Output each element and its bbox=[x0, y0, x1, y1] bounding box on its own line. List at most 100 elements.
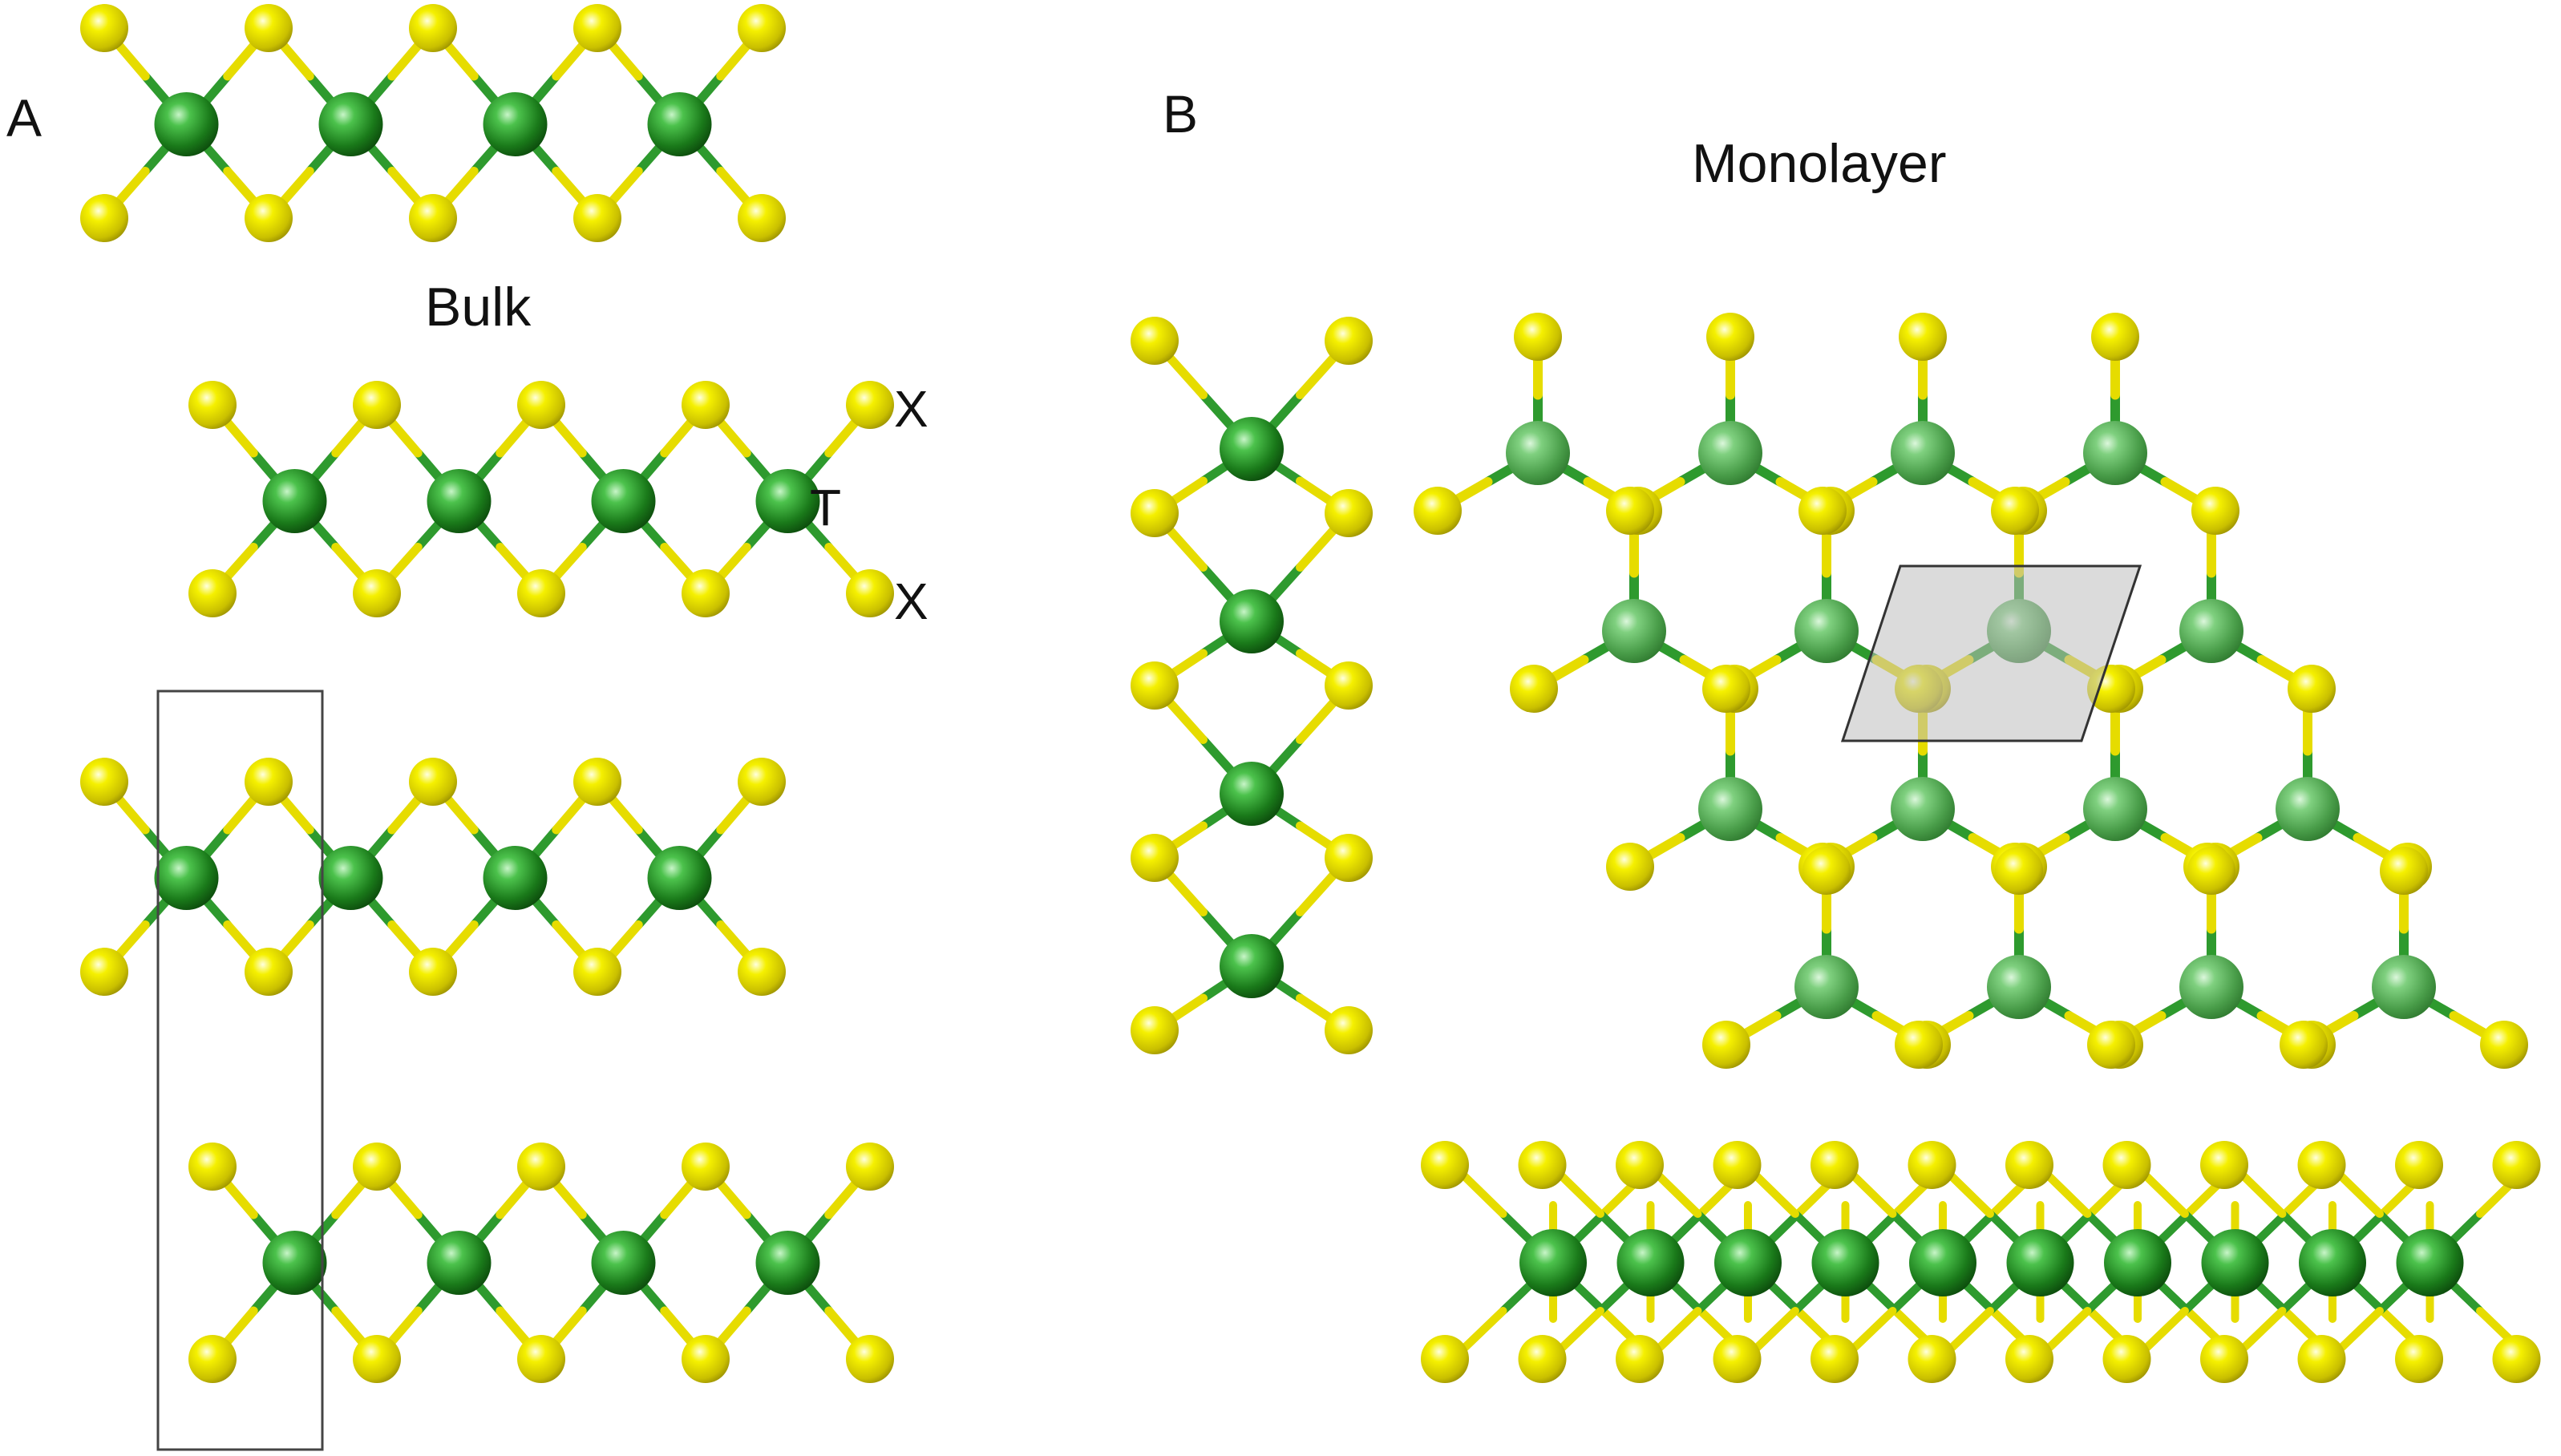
metal-atom-t bbox=[2372, 955, 2436, 1019]
chalcogen-atom-x bbox=[1514, 313, 1562, 361]
chalcogen-atom-x bbox=[2480, 1021, 2528, 1069]
chalcogen-atom-x bbox=[573, 758, 621, 806]
chalcogen-atom-x bbox=[517, 381, 565, 429]
chalcogen-atom-x bbox=[2395, 1141, 2443, 1189]
label-x-top: X bbox=[894, 380, 929, 438]
metal-atom-t bbox=[2276, 777, 2340, 841]
metal-atom-t bbox=[2006, 1229, 2074, 1296]
metal-atom-t bbox=[1220, 417, 1284, 481]
chalcogen-atom-x bbox=[245, 194, 293, 242]
metal-atom-t bbox=[1506, 421, 1570, 485]
bulk-tx2-layer bbox=[80, 4, 786, 242]
metal-atom-t bbox=[1519, 1229, 1587, 1296]
chalcogen-atom-x bbox=[738, 758, 786, 806]
chalcogen-atom-x bbox=[846, 569, 894, 617]
bulk-tx2-layer bbox=[188, 381, 894, 617]
chalcogen-atom-x bbox=[1414, 487, 1462, 535]
chalcogen-atom-x bbox=[2102, 1335, 2151, 1383]
panel-a-letter: A bbox=[6, 88, 42, 148]
chalcogen-atom-x bbox=[1606, 487, 1654, 535]
chalcogen-atom-x bbox=[738, 194, 786, 242]
chalcogen-atom-x bbox=[1991, 487, 2039, 535]
chalcogen-atom-x bbox=[682, 381, 730, 429]
chalcogen-atom-x bbox=[1702, 665, 1750, 713]
chalcogen-atom-x bbox=[188, 1143, 237, 1191]
label-x-bottom: X bbox=[894, 572, 929, 630]
chalcogen-atom-x bbox=[353, 381, 401, 429]
chalcogen-atom-x bbox=[2187, 847, 2235, 895]
metal-atom-t bbox=[591, 469, 656, 533]
chalcogen-atom-x bbox=[1518, 1141, 1567, 1189]
bond-group bbox=[1449, 1161, 2535, 1363]
monolayer-unit-cell-parallelogram bbox=[1840, 564, 2142, 742]
chalcogen-atom-x bbox=[353, 569, 401, 617]
atom-group bbox=[80, 4, 786, 242]
panel-b-monolayer-structure bbox=[1131, 313, 2541, 1383]
chalcogen-atom-x bbox=[1702, 1021, 1750, 1069]
metal-atom-t bbox=[647, 846, 712, 910]
chalcogen-atom-x bbox=[1811, 1141, 1859, 1189]
chalcogen-atom-x bbox=[2395, 1335, 2443, 1383]
chalcogen-atom-x bbox=[80, 4, 128, 52]
atom-group bbox=[188, 381, 894, 617]
metal-atom-t bbox=[483, 846, 548, 910]
chalcogen-atom-x bbox=[2087, 1021, 2135, 1069]
metal-atom-t bbox=[427, 1231, 492, 1295]
chalcogen-atom-x bbox=[80, 948, 128, 996]
panel-b-letter: B bbox=[1163, 84, 1198, 144]
chalcogen-atom-x bbox=[409, 758, 457, 806]
atom-group bbox=[1421, 1141, 2541, 1383]
chalcogen-atom-x bbox=[1713, 1141, 1762, 1189]
chalcogen-atom-x bbox=[188, 381, 237, 429]
chalcogen-atom-x bbox=[2191, 487, 2239, 535]
metal-atom-t bbox=[2083, 777, 2147, 841]
chalcogen-atom-x bbox=[1131, 661, 1179, 710]
chalcogen-atom-x bbox=[738, 4, 786, 52]
metal-atom-t bbox=[1698, 421, 1762, 485]
chalcogen-atom-x bbox=[2297, 1335, 2346, 1383]
chalcogen-atom-x bbox=[682, 1335, 730, 1383]
chalcogen-atom-x bbox=[2492, 1335, 2541, 1383]
metal-atom-t bbox=[2396, 1229, 2464, 1296]
chalcogen-atom-x bbox=[846, 381, 894, 429]
chalcogen-atom-x bbox=[1798, 487, 1847, 535]
chalcogen-atom-x bbox=[573, 948, 621, 996]
chalcogen-atom-x bbox=[1325, 1006, 1373, 1054]
chalcogen-atom-x bbox=[188, 1335, 237, 1383]
metal-atom-t bbox=[1220, 589, 1284, 653]
chalcogen-atom-x bbox=[1899, 313, 1947, 361]
metal-atom-t bbox=[1811, 1229, 1879, 1296]
metal-atom-t bbox=[262, 469, 327, 533]
metal-atom-t bbox=[1794, 955, 1859, 1019]
chalcogen-atom-x bbox=[2102, 1141, 2151, 1189]
chalcogen-atom-x bbox=[245, 948, 293, 996]
chalcogen-atom-x bbox=[573, 194, 621, 242]
chalcogen-atom-x bbox=[1895, 1021, 1943, 1069]
metal-atom-t bbox=[1714, 1229, 1782, 1296]
chalcogen-atom-x bbox=[1802, 847, 1851, 895]
metal-atom-t bbox=[1987, 955, 2051, 1019]
chalcogen-atom-x bbox=[1421, 1141, 1469, 1189]
chalcogen-atom-x bbox=[2005, 1141, 2053, 1189]
panel-a-bulk-structure bbox=[80, 4, 894, 1383]
chalcogen-atom-x bbox=[245, 758, 293, 806]
chalcogen-atom-x bbox=[517, 1143, 565, 1191]
metal-atom-t bbox=[483, 92, 548, 156]
chalcogen-atom-x bbox=[682, 569, 730, 617]
metal-atom-t bbox=[647, 92, 712, 156]
monolayer-side-view-column bbox=[1131, 317, 1373, 1054]
chalcogen-atom-x bbox=[409, 4, 457, 52]
chalcogen-atom-x bbox=[1131, 317, 1179, 365]
metal-atom-t bbox=[1220, 762, 1284, 826]
chalcogen-atom-x bbox=[517, 569, 565, 617]
chalcogen-atom-x bbox=[2380, 847, 2428, 895]
chalcogen-atom-x bbox=[573, 4, 621, 52]
chalcogen-atom-x bbox=[1518, 1335, 1567, 1383]
chalcogen-atom-x bbox=[1325, 317, 1373, 365]
metal-atom-t bbox=[755, 469, 820, 533]
chalcogen-atom-x bbox=[2492, 1141, 2541, 1189]
bulk-caption: Bulk bbox=[425, 277, 532, 338]
chalcogen-atom-x bbox=[2297, 1141, 2346, 1189]
metal-atom-t bbox=[2179, 599, 2243, 663]
